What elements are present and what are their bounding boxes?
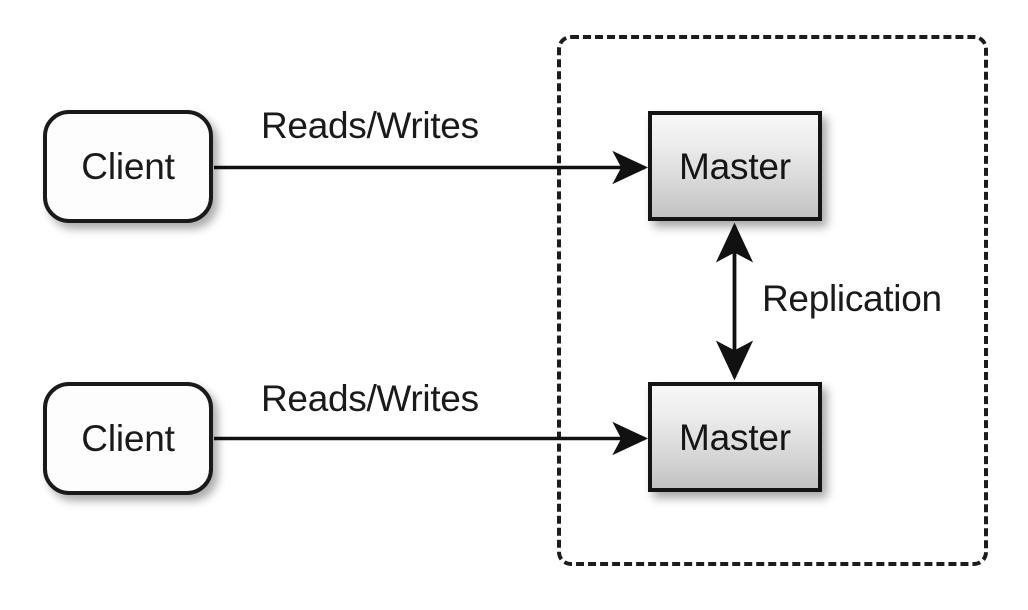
node-client-bottom[interactable]: Client bbox=[43, 382, 213, 495]
node-label-client-top: Client bbox=[81, 146, 175, 187]
node-label-client-bottom: Client bbox=[81, 418, 175, 459]
node-client-top[interactable]: Client bbox=[43, 110, 213, 223]
node-label-master-top: Master bbox=[679, 145, 791, 187]
cluster-boundary bbox=[557, 35, 988, 566]
node-master-bottom[interactable]: Master bbox=[648, 382, 822, 492]
edge-label-reads-writes-bottom: Reads/Writes bbox=[261, 378, 479, 419]
edge-label-reads-writes-top: Reads/Writes bbox=[261, 105, 479, 146]
node-label-master-bottom: Master bbox=[679, 416, 791, 458]
node-master-top[interactable]: Master bbox=[648, 111, 822, 221]
edge-label-replication: Replication bbox=[762, 278, 942, 319]
